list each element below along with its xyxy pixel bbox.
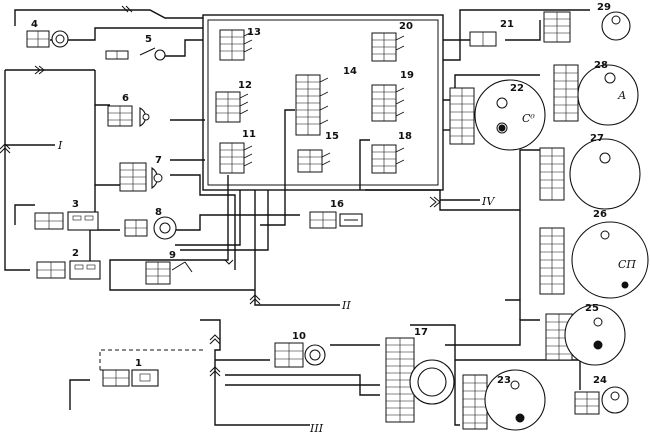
devices: [51, 11, 649, 431]
label-2: 2: [72, 248, 79, 259]
wires: [4, 9, 590, 426]
device-marks: C⁰ СП А: [522, 89, 636, 271]
label-11: 11: [242, 129, 256, 140]
label-21: 21: [500, 19, 514, 30]
label-10: 10: [292, 331, 306, 342]
connector-blocks: [26, 11, 600, 430]
label-15: 15: [325, 131, 339, 142]
mark-c22: C⁰: [522, 112, 535, 125]
label-28: 28: [594, 60, 608, 71]
component-numbers: 1 2 3 4 5 6 7 8 9 10 11 12 13 14 15 16 1…: [31, 2, 611, 386]
label-22: 22: [510, 83, 524, 94]
central-panel-frame: [202, 14, 444, 191]
label-7: 7: [155, 155, 162, 166]
harness-label-III: III: [309, 422, 324, 435]
label-13: 13: [247, 27, 261, 38]
label-16: 16: [330, 199, 344, 210]
label-3: 3: [72, 199, 79, 210]
harness-arrows: [0, 5, 441, 377]
label-12: 12: [238, 80, 252, 91]
label-17: 17: [414, 327, 428, 338]
label-14: 14: [343, 66, 357, 77]
label-24: 24: [593, 375, 607, 386]
label-19: 19: [400, 70, 414, 81]
label-8: 8: [155, 207, 162, 218]
label-4: 4: [31, 19, 38, 30]
mark-c28: А: [617, 89, 626, 102]
label-23: 23: [497, 375, 511, 386]
label-18: 18: [398, 131, 412, 142]
label-29: 29: [597, 2, 611, 13]
harness-labels: I II III IV: [57, 139, 495, 435]
label-20: 20: [399, 21, 413, 32]
label-9: 9: [169, 250, 176, 261]
harness-label-IV: IV: [481, 195, 495, 208]
label-6: 6: [122, 93, 129, 104]
harness-label-II: II: [341, 299, 351, 312]
label-26: 26: [593, 209, 607, 220]
label-1: 1: [135, 358, 142, 369]
harness-label-I: I: [57, 139, 63, 152]
label-27: 27: [590, 133, 604, 144]
label-5: 5: [145, 34, 152, 45]
label-25: 25: [585, 303, 599, 314]
panel-contacts: [239, 31, 405, 167]
mark-c26: СП: [618, 258, 636, 271]
